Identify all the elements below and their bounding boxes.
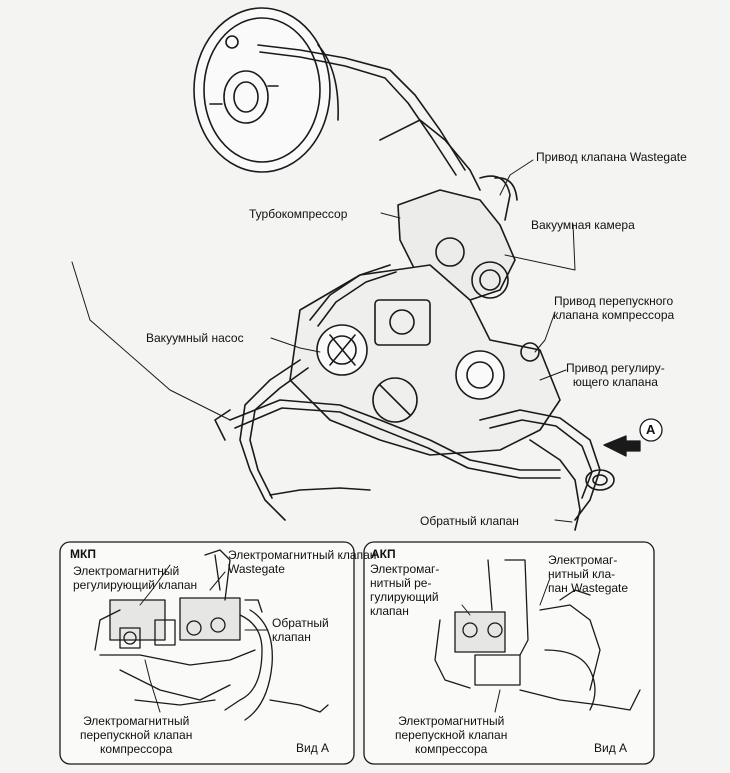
- turbocharger-label: Турбокомпрессор: [249, 207, 348, 221]
- view-a-arrow-icon: [603, 418, 663, 457]
- check-valve-label: Обратный клапан: [420, 514, 519, 528]
- engine-block: [289, 264, 561, 456]
- vacuum-chamber-label: Вакуумная камера: [531, 218, 635, 232]
- booster-vacuum-hose: [257, 44, 466, 171]
- auto-bypass-solenoid-label: Электромагнитный перепускной клапан комп…: [395, 714, 508, 756]
- auto-regulating-solenoid-label: Электромаг- нитный ре- гулирующий клапан: [370, 562, 440, 618]
- bypass-actuator-label: Привод перепускного клапана компрессора: [553, 294, 675, 322]
- brake-booster: [193, 7, 339, 173]
- manual-check-valve-label: Обратный клапан: [272, 616, 329, 644]
- vacuum-pump-label: Вакуумный насос: [146, 331, 244, 345]
- manual-regulating-solenoid-label: Электромагнитный регулирующий клапан: [73, 564, 198, 592]
- auto-wastegate-solenoid-label: Электромаг- нитный кла- пан Wastegate: [548, 553, 629, 595]
- panel-auto-drawing: [434, 559, 641, 713]
- panel-auto-frame: [363, 541, 655, 765]
- wastegate-actuator-label: Привод клапана Wastegate: [536, 150, 687, 164]
- panel-auto-title: АКП: [371, 547, 396, 561]
- regulating-actuator-label: Привод регулиру- ющего клапана: [566, 361, 665, 389]
- manual-view-label: Вид А: [296, 741, 330, 755]
- manual-wastegate-solenoid-label: Электромагнитный клапан Wastegate: [228, 548, 377, 576]
- panel-manual-drawing: [94, 549, 329, 721]
- panel-manual-frame: [59, 541, 355, 765]
- panel-manual-title: МКП: [70, 547, 96, 561]
- view-a-marker: A: [646, 422, 656, 437]
- leader-lines: [71, 159, 576, 523]
- auto-view-label: Вид А: [594, 741, 628, 755]
- manual-bypass-solenoid-label: Электромагнитный перепускной клапан комп…: [80, 714, 193, 756]
